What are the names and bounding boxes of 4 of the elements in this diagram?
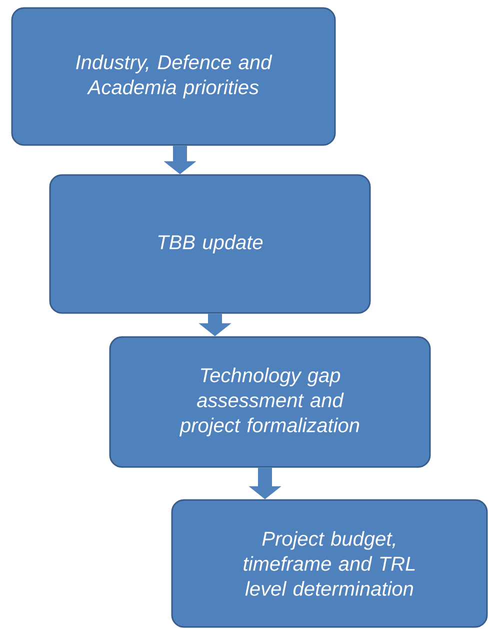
process-box: TBB update <box>49 174 371 314</box>
process-box: Industry, Defence and Academia priorities <box>11 7 336 146</box>
process-box: Technology gap assessment and project formalization <box>109 336 431 468</box>
process-box: Project budget, timeframe and TRL level determination <box>171 499 488 628</box>
